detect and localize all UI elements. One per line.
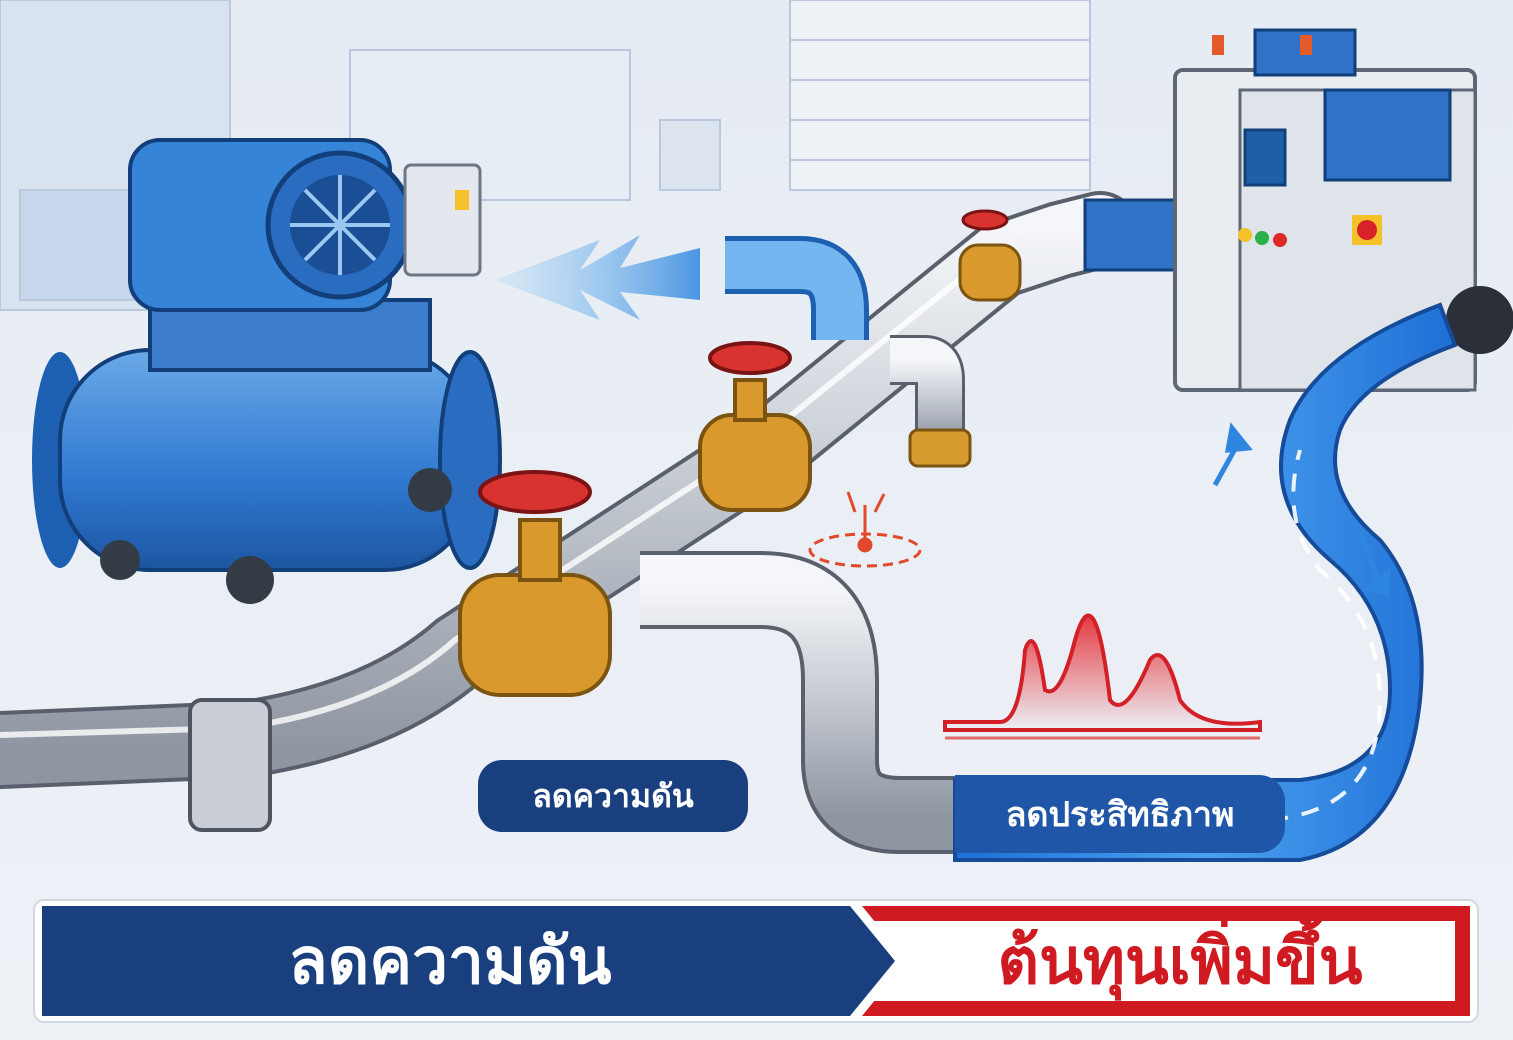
pressure-spike-icon xyxy=(943,613,1262,740)
water-flow-icon xyxy=(953,302,1458,862)
air-compressor-icon xyxy=(32,138,502,604)
bottom-banner xyxy=(33,899,1479,1023)
valve-icon xyxy=(698,341,812,512)
banner-left-text: ลดความดัน xyxy=(288,925,612,999)
valve-icon xyxy=(958,209,1022,302)
air-jet-icon xyxy=(495,235,700,320)
valve-icon xyxy=(458,470,612,697)
leak-icon xyxy=(808,491,922,568)
pressure-drop-label: ลดความดัน xyxy=(478,760,748,832)
efficiency-drop-label: ลดประสิทธิภาพ xyxy=(955,775,1285,853)
banner-right-text: ต้นทุนเพิ่มขึ้น xyxy=(997,925,1363,999)
